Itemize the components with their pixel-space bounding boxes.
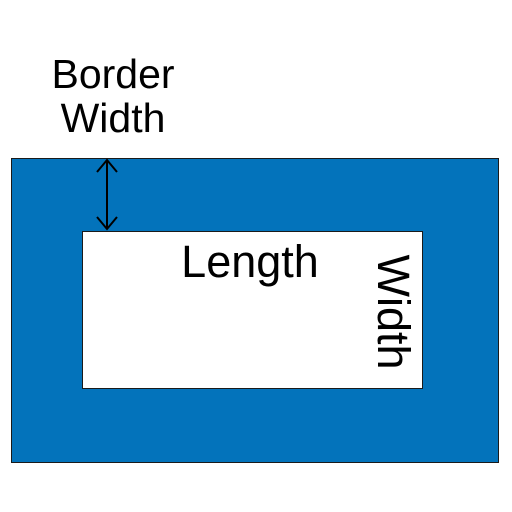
border-width-label: Border Width: [20, 52, 206, 140]
inner-rectangle: [82, 231, 423, 389]
length-label: Length: [181, 236, 319, 287]
border-width-label-line1: Border: [51, 51, 175, 97]
border-width-label-line2: Width: [60, 95, 166, 141]
width-label: Width: [368, 254, 419, 370]
